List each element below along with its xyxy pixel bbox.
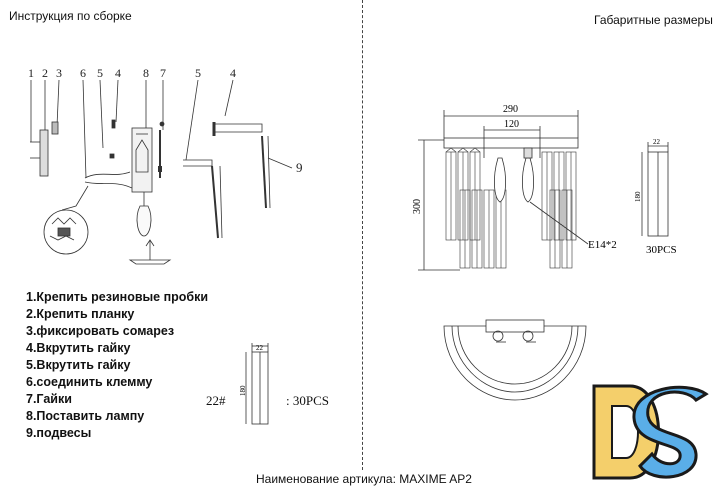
crystal-size-label: 22# xyxy=(206,393,226,408)
callout-5b: 5 xyxy=(195,66,201,80)
callout-7: 7 xyxy=(160,66,166,80)
crystal-count-right: 30PCS xyxy=(646,244,677,256)
dim-height: 300 xyxy=(412,199,423,214)
step-8: 8.Поставить лампу xyxy=(26,409,145,423)
callout-6: 6 xyxy=(80,66,86,80)
step-7: 7.Гайки xyxy=(26,392,72,406)
ds-logo xyxy=(592,384,709,480)
dim-bulb: E14*2 xyxy=(588,239,617,251)
step-3: 3.фиксировать сомарез xyxy=(26,324,175,338)
step-2: 2.Крепить планку xyxy=(26,307,135,321)
crystal-height-left: 180 xyxy=(240,385,247,396)
dim-overall-width: 290 xyxy=(503,104,518,115)
assembly-diagram: 1 2 3 6 5 4 8 7 5 4 9 xyxy=(28,66,303,265)
article-name: Наименование артикула: MAXIME AP2 xyxy=(256,472,472,486)
panel-divider xyxy=(362,0,363,470)
callout-4b: 4 xyxy=(230,66,236,80)
callout-9: 9 xyxy=(296,160,303,175)
callout-8: 8 xyxy=(143,66,149,80)
dimensions-diagram: 290 120 300 E14*2 22 180 30PCS xyxy=(412,104,677,271)
crystal-count-left: : 30PCS xyxy=(286,393,329,408)
crystal-width-left: 22 xyxy=(256,344,264,352)
callout-5: 5 xyxy=(97,66,103,80)
crystal-detail-left: 22 180 xyxy=(240,343,269,425)
callout-1: 1 xyxy=(28,66,34,80)
callout-3: 3 xyxy=(56,66,62,80)
callout-4: 4 xyxy=(115,66,121,80)
crystal-width-right: 22 xyxy=(653,138,661,146)
step-5: 5.Вкрутить гайку xyxy=(26,358,131,372)
step-6: 6.соединить клемму xyxy=(26,375,153,389)
top-view-diagram xyxy=(443,319,587,401)
step-9: 9.подвесы xyxy=(26,426,92,440)
step-4: 4.Вкрутить гайку xyxy=(26,341,131,355)
callout-2: 2 xyxy=(42,66,48,80)
step-1: 1.Крепить резиновые пробки xyxy=(26,290,209,304)
dimensions-title: Габаритные размеры xyxy=(594,13,713,27)
dim-inner-width: 120 xyxy=(504,119,519,130)
assembly-title: Инструкция по сборке xyxy=(9,9,132,23)
crystal-height-right: 180 xyxy=(634,191,642,202)
